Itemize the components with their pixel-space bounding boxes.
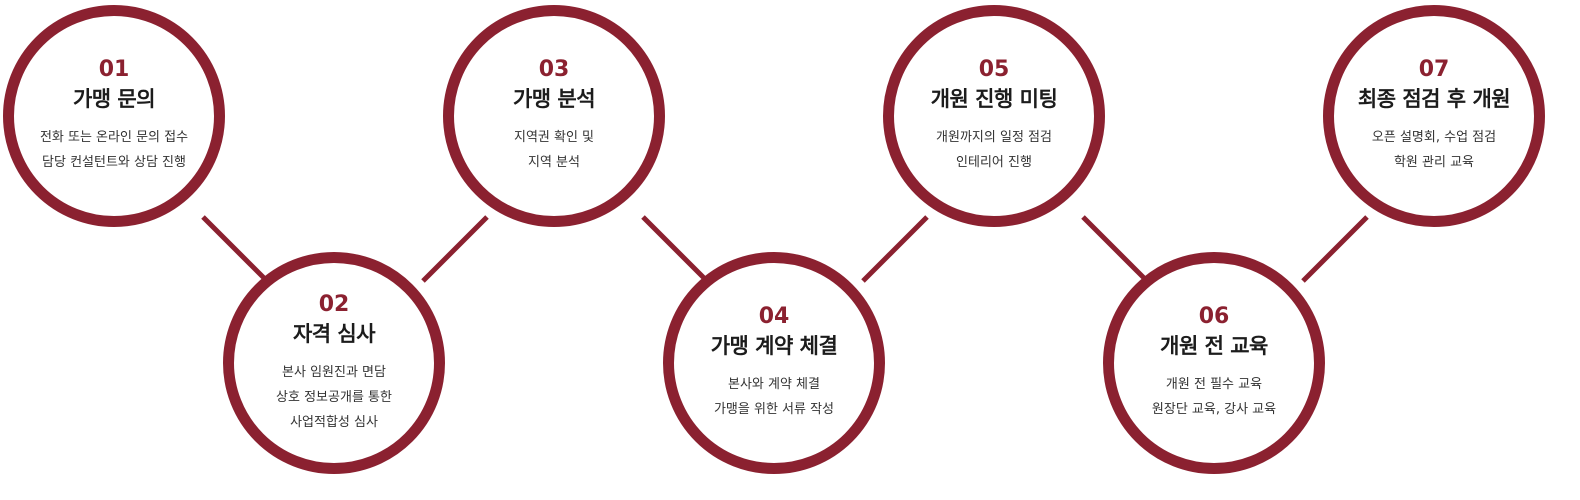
step-03: 03 가맹 분석 지역권 확인 및 지역 분석 xyxy=(443,5,665,227)
step-number: 01 xyxy=(98,57,130,82)
step-title: 개원 전 교육 xyxy=(1160,334,1268,358)
step-number: 03 xyxy=(538,57,570,82)
step-description-line: 상호 정보공개를 통한 xyxy=(276,389,392,405)
step-description: 본사 임원진과 면담 상호 정보공개를 통한 사업적합성 심사 xyxy=(276,360,392,435)
connector-05-06 xyxy=(1081,215,1149,283)
connector-06-07 xyxy=(1301,215,1369,283)
connector-01-02 xyxy=(201,215,269,283)
step-description-line: 개원 전 필수 교육 xyxy=(1165,377,1263,392)
step-description: 지역권 확인 및 지역 분석 xyxy=(514,125,594,175)
step-description-line: 사업적합성 심사 xyxy=(290,414,378,430)
step-number: 02 xyxy=(318,291,350,317)
step-description-line: 학원 관리 교육 xyxy=(1393,155,1474,170)
step-title: 가맹 계약 체결 xyxy=(710,334,838,358)
step-description: 개원 전 필수 교육 원장단 교육, 강사 교육 xyxy=(1152,372,1276,422)
step-title: 최종 점검 후 개원 xyxy=(1357,87,1511,111)
step-number: 04 xyxy=(758,304,790,329)
step-title: 자격 심사 xyxy=(292,321,376,346)
step-07: 07 최종 점검 후 개원 오픈 설명회, 수업 점검 학원 관리 교육 xyxy=(1323,5,1545,227)
step-description: 전화 또는 온라인 문의 접수 담당 컨설턴트와 상담 진행 xyxy=(40,125,188,175)
step-description-line: 개원까지의 일정 점검 xyxy=(936,130,1052,145)
step-01: 01 가맹 문의 전화 또는 온라인 문의 접수 담당 컨설턴트와 상담 진행 xyxy=(3,5,225,227)
step-number: 05 xyxy=(978,57,1010,82)
step-title: 개원 진행 미팅 xyxy=(930,87,1058,111)
step-description-line: 지역 분석 xyxy=(528,155,580,170)
step-06: 06 개원 전 교육 개원 전 필수 교육 원장단 교육, 강사 교육 xyxy=(1103,252,1325,474)
step-description-line: 원장단 교육, 강사 교육 xyxy=(1151,402,1277,417)
step-description-line: 가맹을 위한 서류 작성 xyxy=(713,402,835,417)
step-title: 가맹 문의 xyxy=(72,87,156,111)
step-description-line: 지역권 확인 및 xyxy=(513,130,595,145)
step-04: 04 가맹 계약 체결 본사와 계약 체결 가맹을 위한 서류 작성 xyxy=(663,252,885,474)
connector-03-04 xyxy=(641,215,709,283)
step-title: 가맹 분석 xyxy=(512,87,596,111)
step-05: 05 개원 진행 미팅 개원까지의 일정 점검 인테리어 진행 xyxy=(883,5,1105,227)
connector-02-03 xyxy=(421,215,489,283)
step-description-line: 본사와 계약 체결 xyxy=(727,377,820,392)
step-description-line: 오픈 설명회, 수업 점검 xyxy=(1371,130,1497,145)
step-number: 07 xyxy=(1418,57,1450,82)
step-description: 오픈 설명회, 수업 점검 학원 관리 교육 xyxy=(1372,125,1496,175)
step-description: 개원까지의 일정 점검 인테리어 진행 xyxy=(936,125,1052,175)
step-number: 06 xyxy=(1198,304,1230,329)
step-description: 본사와 계약 체결 가맹을 위한 서류 작성 xyxy=(714,372,834,422)
step-description-line: 인테리어 진행 xyxy=(956,155,1032,170)
connector-04-05 xyxy=(861,215,929,283)
step-description-line: 전화 또는 온라인 문의 접수 xyxy=(39,130,189,145)
step-02: 02 자격 심사 본사 임원진과 면담 상호 정보공개를 통한 사업적합성 심사 xyxy=(223,252,445,474)
step-description-line: 본사 임원진과 면담 xyxy=(282,364,386,380)
step-description-line: 담당 컨설턴트와 상담 진행 xyxy=(42,155,186,170)
